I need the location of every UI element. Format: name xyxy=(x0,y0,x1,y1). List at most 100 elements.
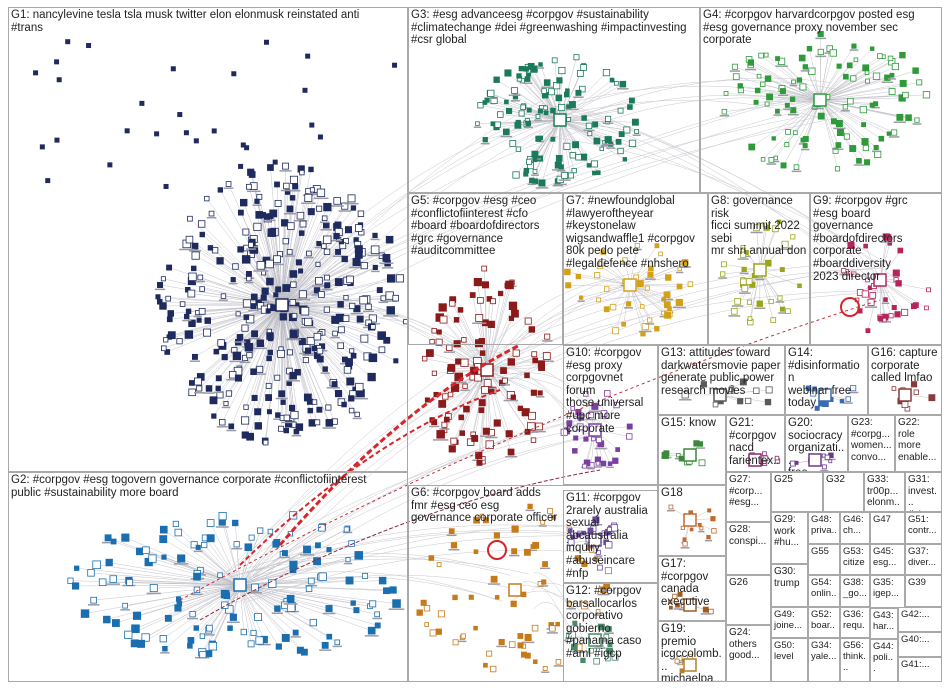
node xyxy=(461,337,467,343)
node xyxy=(862,144,869,152)
node xyxy=(888,88,896,95)
node xyxy=(438,303,447,312)
node xyxy=(304,193,313,202)
node xyxy=(851,43,857,49)
node xyxy=(593,137,601,145)
node xyxy=(220,293,227,299)
node xyxy=(511,309,519,318)
node xyxy=(159,635,167,643)
group-label-g24: G24: others good... xyxy=(729,627,760,661)
group-label-g32: G32 xyxy=(826,474,845,485)
group-box-g44: G44: poli... xyxy=(870,639,898,682)
group-box-g33: G33: tr00p... elonm... xyxy=(864,472,905,512)
node xyxy=(530,389,537,396)
node xyxy=(349,302,356,309)
node xyxy=(155,294,161,300)
node xyxy=(494,595,500,600)
group-box-g51: G51: contr... xyxy=(905,512,942,544)
node xyxy=(458,414,465,421)
node xyxy=(775,56,780,62)
node xyxy=(167,331,176,340)
node xyxy=(267,349,273,356)
node xyxy=(532,169,538,174)
node xyxy=(481,386,489,394)
node xyxy=(300,306,310,316)
node xyxy=(190,541,198,549)
group-box-g54: G54: onlin... xyxy=(808,575,840,607)
node xyxy=(912,67,919,74)
node xyxy=(509,140,517,147)
node xyxy=(466,438,475,446)
node xyxy=(277,349,285,358)
node xyxy=(225,605,234,614)
group-box-g49: G49: joine... xyxy=(771,607,808,638)
node xyxy=(281,634,290,642)
node xyxy=(581,560,588,567)
node xyxy=(817,30,824,38)
node xyxy=(527,62,535,70)
node xyxy=(251,394,258,401)
node xyxy=(899,79,907,87)
node xyxy=(378,576,387,585)
node xyxy=(555,659,562,665)
node xyxy=(453,340,461,348)
node xyxy=(232,519,239,527)
node xyxy=(530,437,537,443)
node xyxy=(164,349,171,355)
node xyxy=(447,364,456,372)
node xyxy=(184,330,194,339)
group-label-g31: G31: invest... #star... xyxy=(908,474,938,511)
node xyxy=(374,611,380,618)
node xyxy=(187,289,196,298)
node xyxy=(802,64,808,70)
group-label-g7: G7: #newfoundglobal #lawyeroftheyear #ke… xyxy=(566,195,695,270)
node xyxy=(126,579,134,586)
node xyxy=(207,245,214,251)
node xyxy=(157,281,164,289)
node xyxy=(355,224,363,232)
node xyxy=(201,541,208,549)
node xyxy=(535,135,542,142)
node xyxy=(254,198,260,204)
node xyxy=(386,274,396,283)
node xyxy=(568,601,574,608)
node xyxy=(502,128,510,136)
node xyxy=(239,198,248,207)
node xyxy=(254,408,262,416)
node xyxy=(558,66,566,75)
group-label-g22: G22: role more enable... xyxy=(898,417,937,463)
group-label-g51: G51: contr... xyxy=(908,514,937,536)
node xyxy=(532,659,538,665)
node xyxy=(618,131,625,138)
node xyxy=(105,558,113,567)
node xyxy=(793,164,800,171)
node xyxy=(877,53,883,59)
node xyxy=(323,202,332,212)
group-box-g41: G41:... xyxy=(898,657,942,682)
node xyxy=(872,72,881,80)
group-box-g43: G43: har... xyxy=(870,608,898,639)
node xyxy=(243,404,249,410)
node xyxy=(159,525,168,534)
node xyxy=(215,385,221,391)
node xyxy=(199,231,205,238)
node xyxy=(843,73,849,80)
node xyxy=(511,548,518,555)
node xyxy=(555,154,563,162)
hub-node-g5 xyxy=(480,363,494,377)
node xyxy=(367,626,376,635)
group-label-g10: G10: #corpgov #esg proxy corpgovnet foru… xyxy=(566,347,644,435)
node xyxy=(530,544,536,549)
node xyxy=(185,235,194,244)
node xyxy=(306,337,315,346)
node xyxy=(385,235,394,244)
node xyxy=(524,76,531,82)
node xyxy=(275,643,282,650)
group-label-g17: G17: #corpgov canada executive xyxy=(661,558,710,608)
node xyxy=(847,97,854,105)
node xyxy=(354,411,360,418)
node xyxy=(219,419,226,426)
node xyxy=(284,189,291,195)
node xyxy=(538,179,546,187)
node xyxy=(254,422,262,430)
